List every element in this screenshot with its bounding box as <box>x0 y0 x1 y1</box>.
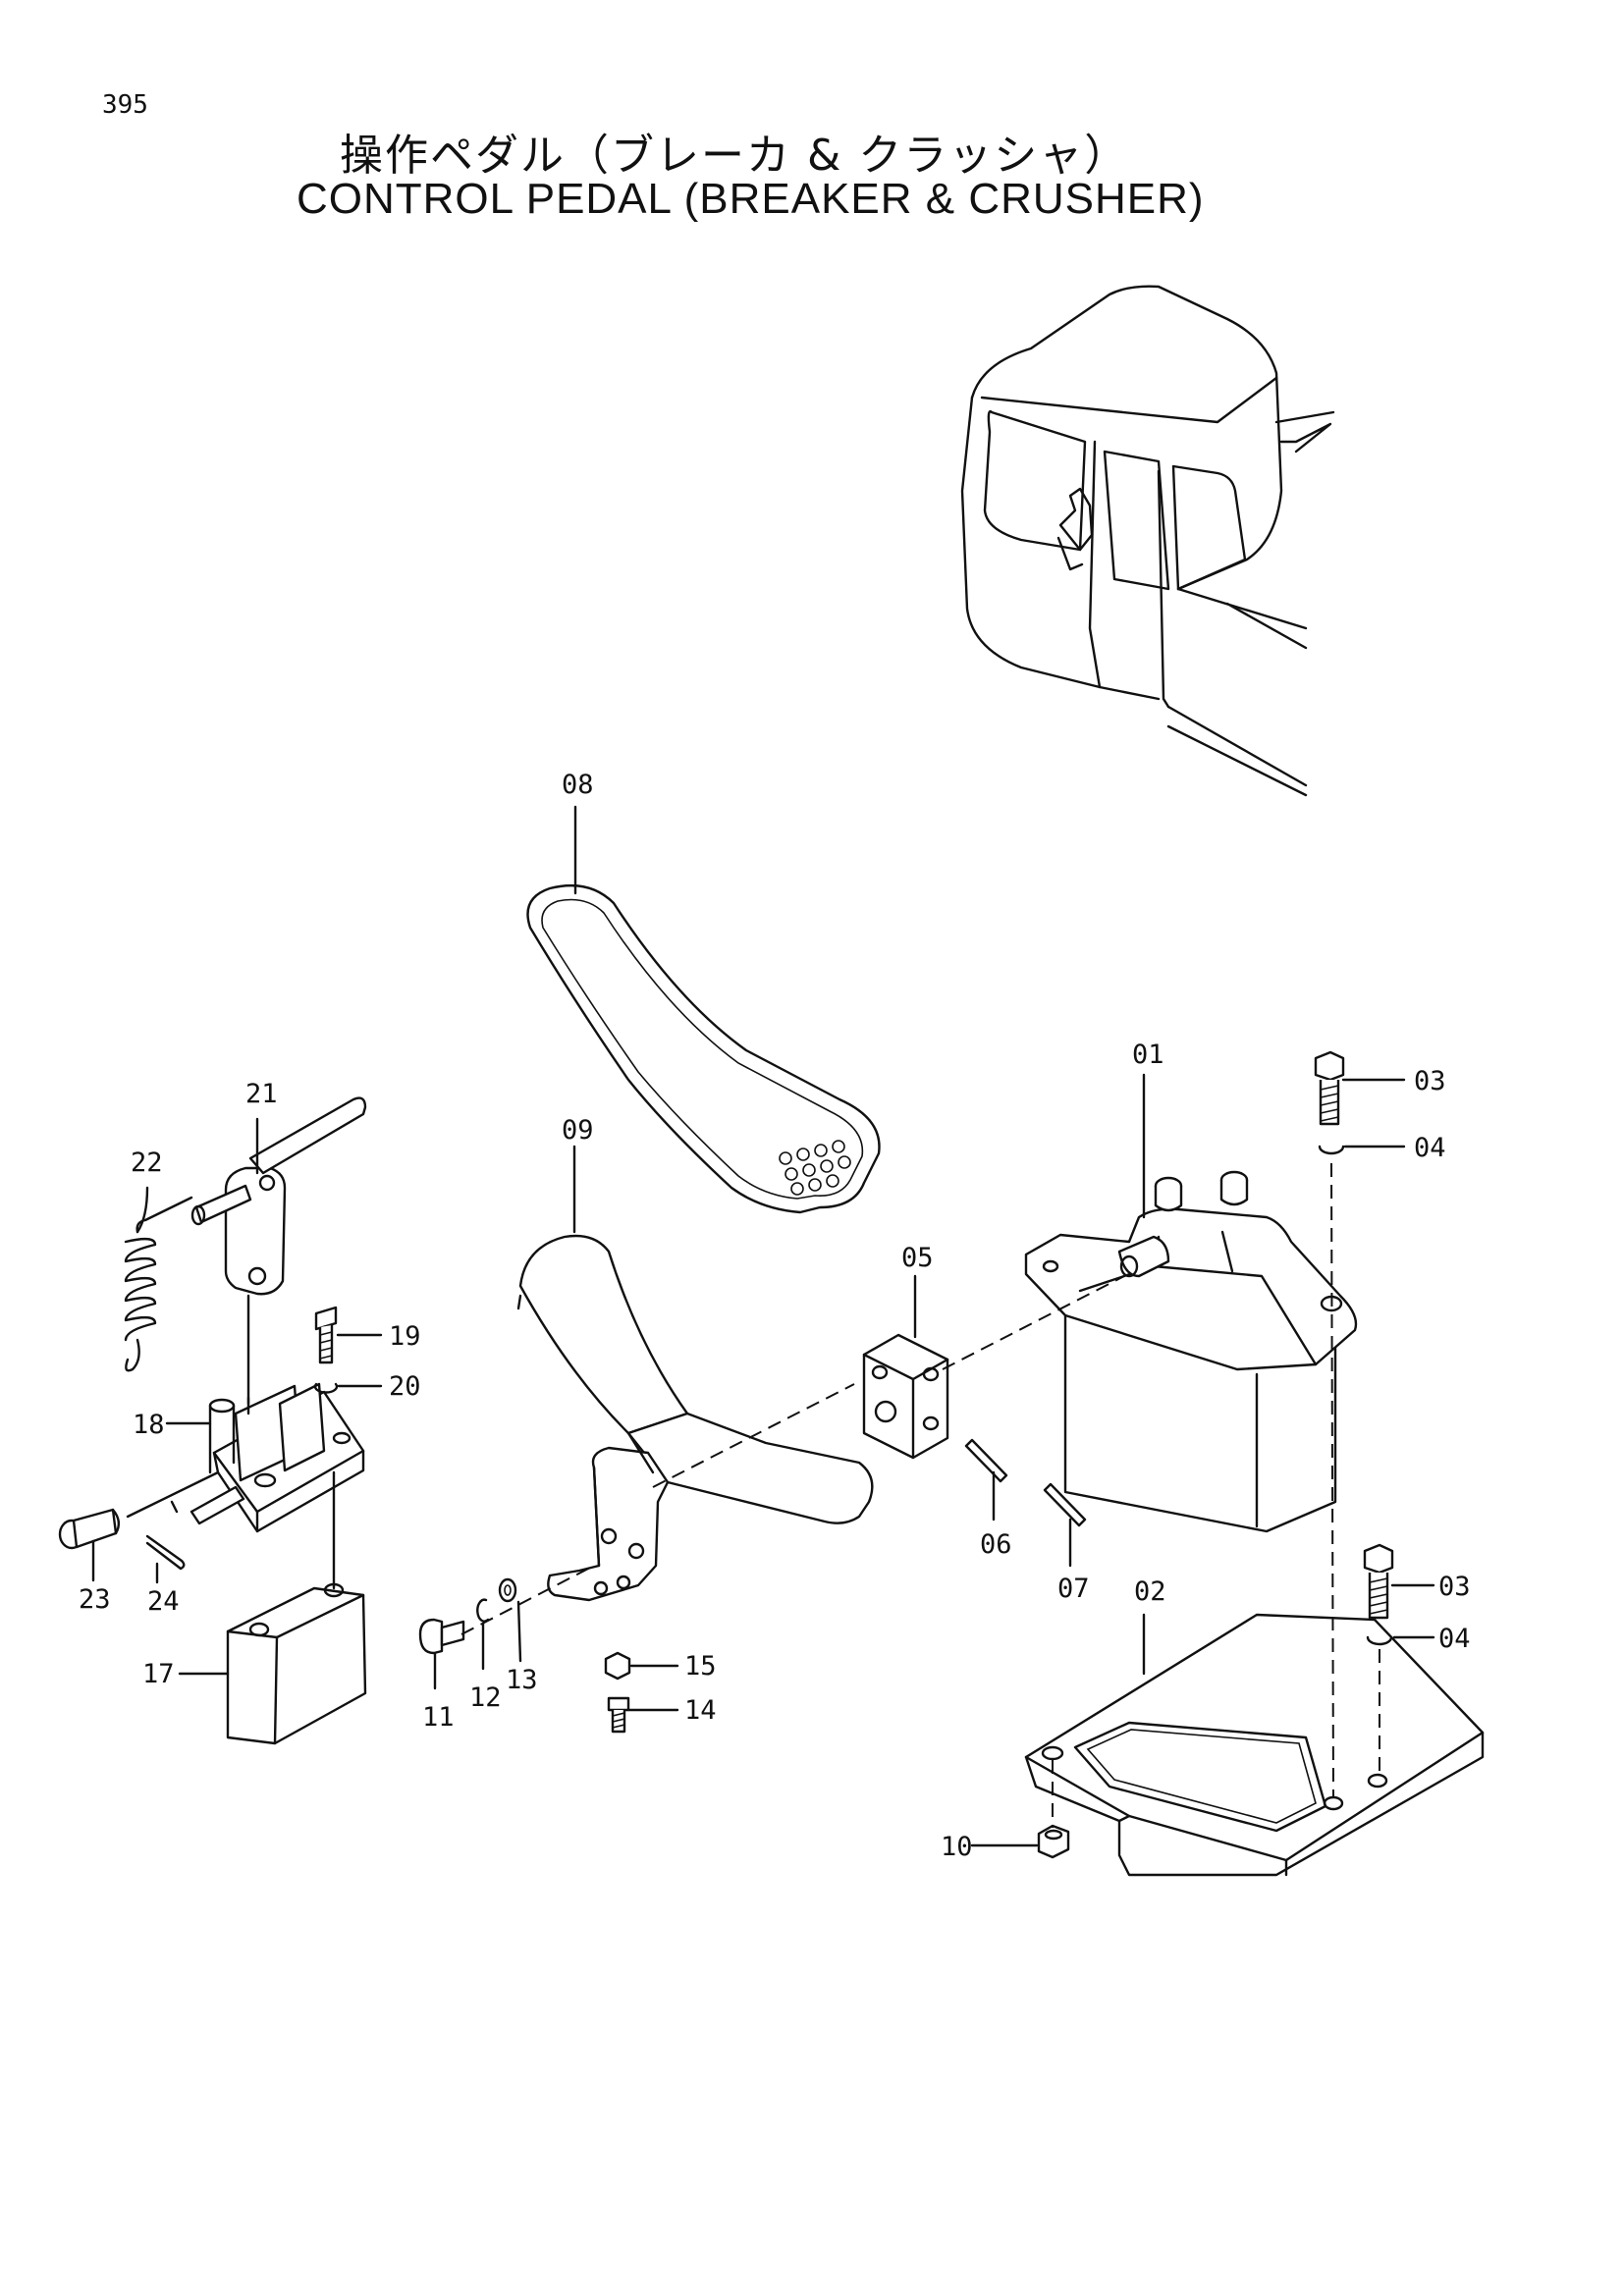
page-number: 395 <box>102 90 148 120</box>
part-17-spacer-block <box>178 1582 367 1745</box>
part-04-washer-lower <box>1366 1635 1435 1646</box>
part-20-washer <box>313 1382 383 1394</box>
callout-03-upper: 03 <box>1414 1066 1446 1096</box>
part-03-bolt-lower <box>1363 1543 1435 1620</box>
part-09-pedal <box>516 1145 874 1602</box>
callout-21: 21 <box>245 1079 278 1109</box>
part-10-nut <box>970 1824 1070 1859</box>
callout-12: 12 <box>469 1682 502 1713</box>
part-22-spring <box>124 1186 193 1372</box>
callout-07: 07 <box>1057 1574 1090 1604</box>
callout-06: 06 <box>980 1529 1012 1560</box>
callout-04-lower: 04 <box>1438 1624 1471 1654</box>
callout-02: 02 <box>1134 1576 1166 1607</box>
callout-labels: 01 02 03 03 04 04 05 06 07 08 09 10 11 1… <box>79 770 1471 1862</box>
callout-10: 10 <box>941 1832 973 1862</box>
part-02-plate <box>1024 1613 1485 1877</box>
part-07-pin <box>1043 1482 1087 1568</box>
callout-18: 18 <box>133 1410 165 1440</box>
part-14-bolt <box>607 1696 679 1734</box>
part-08-pedal-cover <box>526 805 881 1214</box>
part-05-block <box>862 1274 949 1460</box>
part-21-lever-arm <box>190 1096 367 1406</box>
callout-15: 15 <box>684 1651 717 1682</box>
part-03-bolt-upper <box>1314 1050 1406 1126</box>
callout-13: 13 <box>506 1665 538 1695</box>
part-18-bracket <box>165 1382 365 1533</box>
part-11-bolt <box>418 1618 465 1690</box>
callout-22: 22 <box>131 1148 163 1178</box>
callout-20: 20 <box>389 1371 421 1402</box>
callout-17: 17 <box>142 1659 175 1689</box>
title-japanese: 操作ペダル（ブレーカ & クラッシャ） <box>340 131 1130 181</box>
callout-04-upper: 04 <box>1414 1133 1446 1163</box>
callout-09: 09 <box>562 1115 594 1146</box>
part-23-pin <box>58 1470 220 1582</box>
callout-11: 11 <box>422 1702 455 1733</box>
callout-19: 19 <box>389 1321 421 1352</box>
assembly-lines <box>170 1162 1380 1828</box>
part-12-snap-ring <box>476 1598 490 1671</box>
callout-23: 23 <box>79 1584 111 1615</box>
part-15-nut <box>604 1651 679 1681</box>
part-24-cotter-pin <box>145 1534 186 1584</box>
callout-01: 01 <box>1132 1040 1164 1070</box>
part-19-bolt <box>314 1306 383 1364</box>
part-01-control-valve <box>1024 1073 1358 1533</box>
callout-24: 24 <box>147 1586 180 1617</box>
part-06-pin <box>964 1438 1008 1522</box>
title-english: CONTROL PEDAL (BREAKER & CRUSHER) <box>297 175 1205 223</box>
part-04-washer-upper <box>1318 1145 1406 1155</box>
callout-05: 05 <box>901 1243 934 1273</box>
callout-14: 14 <box>684 1695 717 1726</box>
callout-03-lower: 03 <box>1438 1572 1471 1602</box>
callout-08: 08 <box>562 770 594 800</box>
part-13-washer <box>498 1577 522 1663</box>
cab-location-illustration <box>960 285 1335 797</box>
